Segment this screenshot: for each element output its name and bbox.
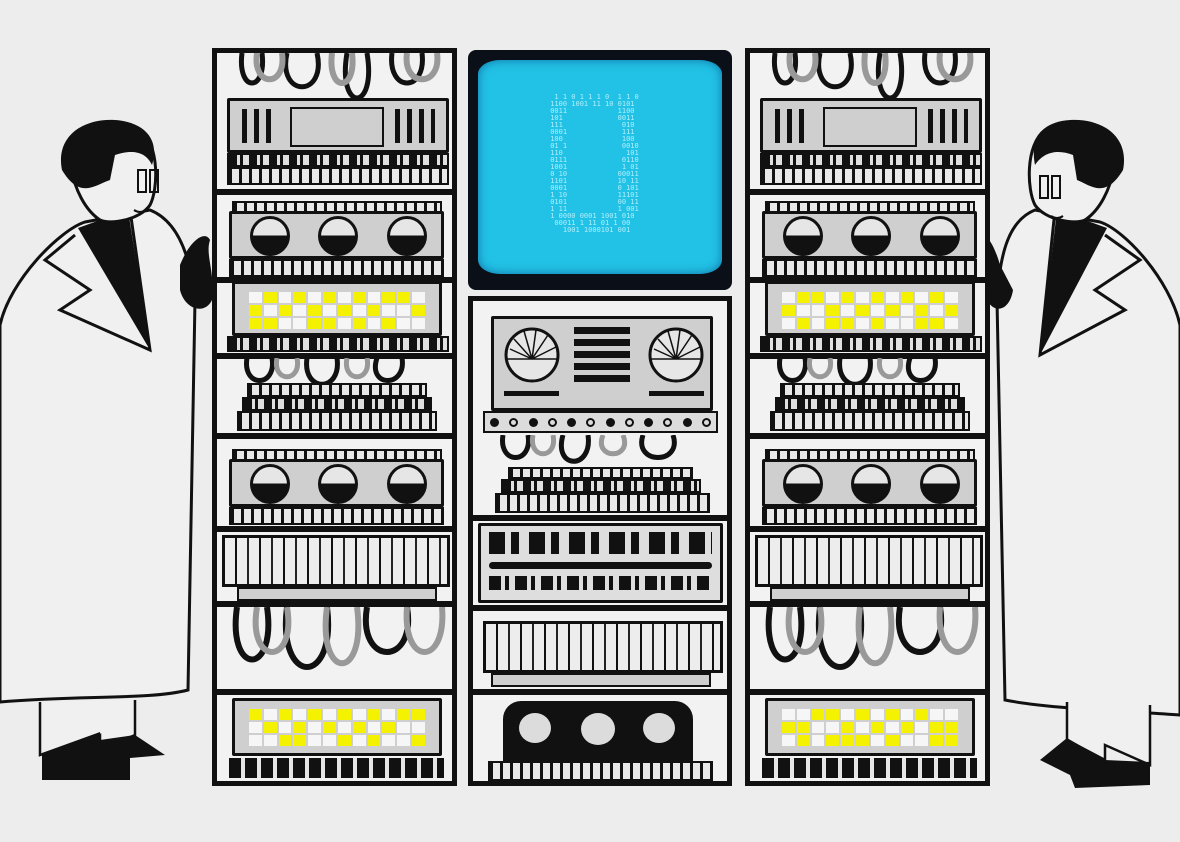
cables-icon	[765, 607, 979, 670]
hair-icon	[60, 119, 155, 189]
meter-icon	[823, 107, 917, 147]
gauge-icon	[920, 216, 960, 256]
radial-gauge-icon	[504, 327, 560, 383]
gauge-icon	[783, 464, 823, 504]
glasses-icon	[137, 169, 147, 193]
module-bank	[483, 621, 723, 673]
cables-icon	[238, 53, 441, 101]
gauge-icon	[783, 216, 823, 256]
binary-zero-glyph: 1 1 0 1 1 1 0 1 1 0 1100 1001 11 10 0101…	[550, 93, 639, 234]
gauge-panel	[229, 211, 444, 259]
scientist-right	[985, 119, 1180, 788]
monitor-screen: 1 1 0 1 1 1 0 1 1 0 1100 1001 11 10 0101…	[478, 60, 722, 274]
gauge-icon	[318, 464, 358, 504]
radial-gauge-icon	[648, 327, 704, 383]
shoe-icon	[1040, 738, 1150, 788]
module-bank	[755, 535, 983, 587]
cables-icon	[771, 53, 974, 101]
gauge-icon	[250, 216, 290, 256]
indicator-panel	[232, 698, 442, 756]
dial-panel	[760, 98, 982, 153]
gauge-panel	[762, 459, 977, 507]
knob-row	[483, 411, 718, 433]
gauge-panel	[229, 459, 444, 507]
glasses-icon	[1039, 175, 1049, 199]
cables-icon	[244, 358, 405, 387]
hand-icon	[180, 236, 213, 309]
tape-drive	[503, 701, 693, 761]
right-rack	[745, 48, 990, 786]
reel-panel	[491, 316, 713, 411]
dial-panel	[227, 98, 449, 153]
shoe-icon	[42, 732, 165, 780]
indicator-lights	[782, 709, 958, 746]
gauge-panel	[762, 211, 977, 259]
tape-reel-icon	[581, 713, 615, 745]
scientist-left	[0, 119, 213, 780]
tape-reel-icon	[643, 713, 675, 743]
indicator-lights	[249, 709, 425, 746]
indicator-lights	[782, 292, 958, 329]
module-bank	[222, 535, 450, 587]
gauge-icon	[318, 216, 358, 256]
center-rack	[468, 296, 732, 786]
hair-icon	[1033, 119, 1125, 189]
cables-icon	[232, 607, 446, 670]
crt-monitor: 1 1 0 1 1 1 0 1 1 0 1100 1001 11 10 0101…	[468, 50, 732, 290]
gauge-icon	[387, 216, 427, 256]
gauge-icon	[920, 464, 960, 504]
gauge-icon	[851, 216, 891, 256]
indicator-lights	[249, 292, 425, 329]
gauge-icon	[387, 464, 427, 504]
tape-reel-icon	[519, 713, 551, 743]
hand-icon	[985, 238, 1013, 309]
control-panel	[478, 523, 723, 603]
indicator-panel	[765, 281, 975, 336]
indicator-panel	[232, 281, 442, 336]
meter-icon	[290, 107, 384, 147]
left-rack	[212, 48, 457, 786]
indicator-panel	[765, 698, 975, 756]
cables-icon	[500, 435, 677, 464]
gauge-icon	[851, 464, 891, 504]
gauge-icon	[250, 464, 290, 504]
